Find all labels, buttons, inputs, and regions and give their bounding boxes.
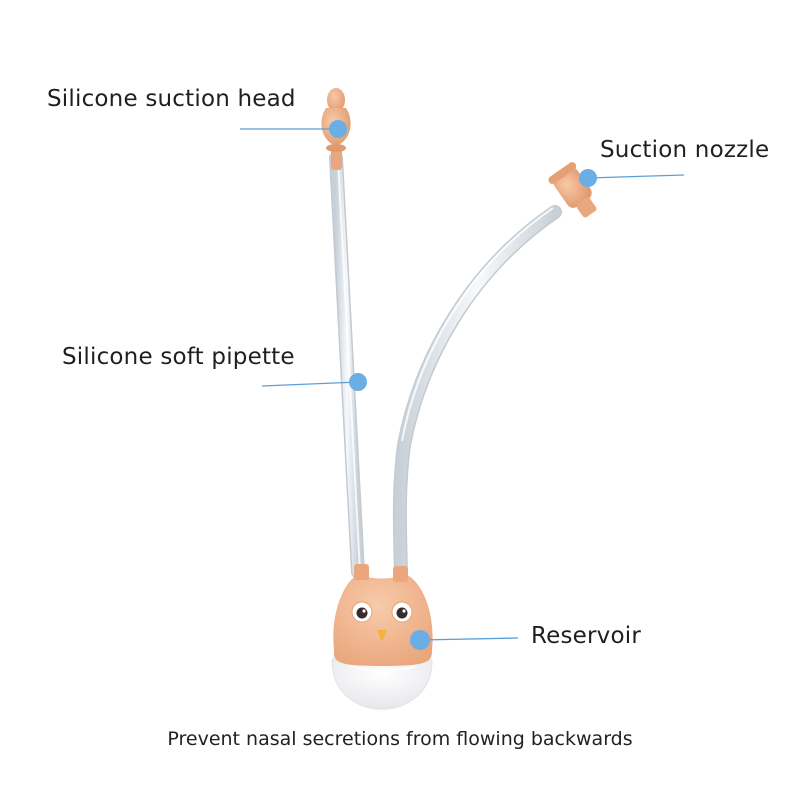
marker-dot-reservoir bbox=[410, 630, 430, 650]
reservoir-owl bbox=[331, 564, 433, 710]
marker-dot-soft-pipette bbox=[349, 373, 367, 391]
left-tube bbox=[329, 151, 365, 579]
label-silicone-suction-head: Silicone suction head bbox=[47, 86, 296, 112]
label-silicone-soft-pipette: Silicone soft pipette bbox=[62, 344, 295, 370]
marker-dot-suction-nozzle bbox=[579, 169, 597, 187]
leader-line-suction-nozzle bbox=[587, 174, 685, 179]
leader-line-reservoir bbox=[419, 637, 519, 641]
leader-line-soft-pipette bbox=[261, 381, 359, 387]
right-tube bbox=[392, 205, 562, 581]
label-suction-nozzle: Suction nozzle bbox=[600, 137, 770, 163]
label-reservoir: Reservoir bbox=[531, 623, 642, 649]
marker-dot-suction-head bbox=[329, 120, 347, 138]
caption: Prevent nasal secretions from flowing ba… bbox=[167, 728, 633, 750]
